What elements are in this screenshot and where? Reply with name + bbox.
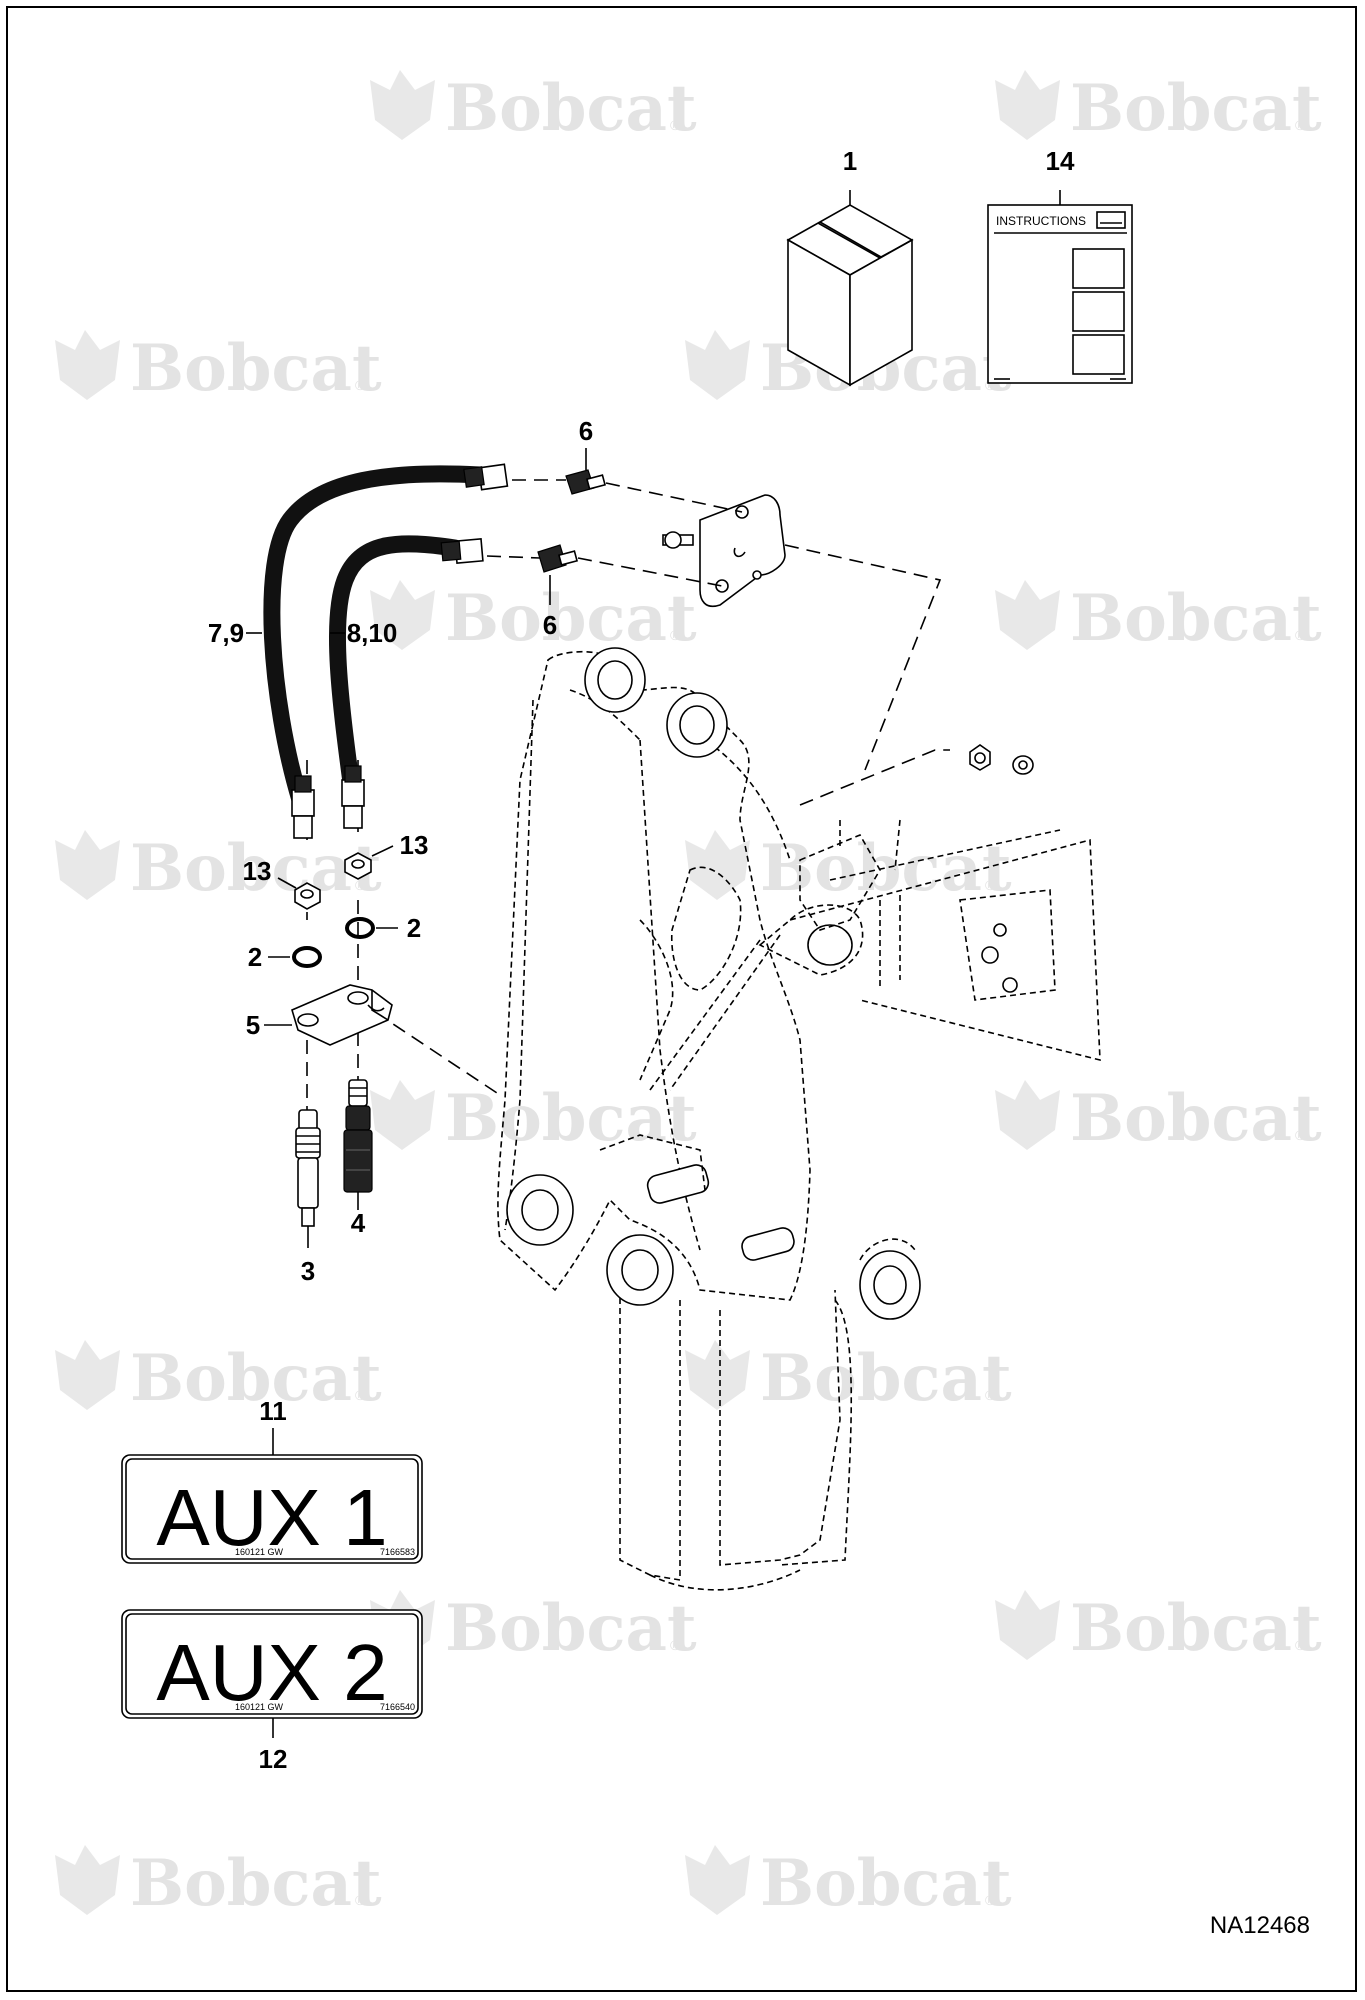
- svg-text:Bobcat: Bobcat: [1070, 1591, 1322, 1666]
- svg-text:Bobcat: Bobcat: [760, 1846, 1012, 1921]
- svg-text:Bobcat: Bobcat: [1070, 71, 1322, 146]
- aux1-code-right: 7166583: [380, 1547, 415, 1557]
- bulkhead-plate: [662, 494, 786, 608]
- svg-text:®: ®: [670, 1637, 681, 1653]
- svg-text:®: ®: [355, 877, 366, 893]
- decal-aux2: AUX 2 160121 GW 7166540 12: [121, 1609, 423, 1774]
- callout-oring-right: 2: [407, 913, 421, 943]
- kit-box: 1: [786, 146, 914, 387]
- callout-kit: 1: [843, 146, 857, 176]
- svg-text:Bobcat: Bobcat: [130, 1846, 382, 1921]
- watermark-logo: Bobcat®: [995, 1080, 1322, 1156]
- drawing-frame: [6, 6, 1357, 1992]
- callout-fitting-bottom: 6: [543, 610, 557, 640]
- watermark-logo: Bobcat®: [685, 1340, 1012, 1416]
- watermark-logo: Bobcat®: [995, 580, 1322, 656]
- instructions-sheet: INSTRUCTIONS 14: [987, 146, 1133, 384]
- watermark-logo: Bobcat®: [55, 330, 382, 406]
- aux2-code-left: 160121 GW: [235, 1702, 284, 1712]
- coupler-male: 3: [295, 1109, 321, 1286]
- o-ring-left: 2: [248, 942, 322, 972]
- svg-text:®: ®: [670, 117, 681, 133]
- watermark-logo: Bobcat®: [55, 1845, 382, 1921]
- decal-aux1: 11 AUX 1 160121 GW 7166583: [121, 1396, 423, 1564]
- svg-text:Bobcat: Bobcat: [1070, 581, 1322, 656]
- callout-nut-left: 13: [243, 856, 272, 886]
- hose-left: 7,9: [208, 463, 509, 839]
- coupler-female: 4: [343, 1079, 373, 1238]
- watermark-layer: Bobcat®Bobcat®Bobcat®Bobcat®Bobcat®Bobca…: [55, 70, 1322, 1921]
- boom-arm: [497, 647, 1101, 1591]
- watermark-logo: Bobcat®: [995, 1590, 1322, 1666]
- svg-text:Bobcat: Bobcat: [1070, 1081, 1322, 1156]
- callout-decal-aux1: 11: [259, 1396, 287, 1426]
- svg-text:®: ®: [1295, 117, 1306, 133]
- callout-coupler-female: 4: [351, 1208, 366, 1238]
- callout-decal-aux2: 12: [259, 1744, 288, 1774]
- svg-text:Bobcat: Bobcat: [130, 831, 382, 906]
- hose-right: 8,10: [328, 535, 484, 829]
- callout-coupler-male: 3: [301, 1256, 315, 1286]
- fitting-bottom: 6: [537, 544, 579, 640]
- svg-text:®: ®: [355, 1387, 366, 1403]
- watermark-logo: Bobcat®: [370, 70, 697, 146]
- svg-text:®: ®: [1295, 1127, 1306, 1143]
- svg-text:®: ®: [985, 1892, 996, 1908]
- watermark-logo: Bobcat®: [55, 1340, 382, 1416]
- svg-text:®: ®: [670, 1127, 681, 1143]
- watermark-logo: Bobcat®: [995, 70, 1322, 146]
- svg-text:®: ®: [355, 1892, 366, 1908]
- svg-text:Bobcat: Bobcat: [445, 581, 697, 656]
- svg-text:Bobcat: Bobcat: [130, 331, 382, 406]
- aux2-label: AUX 2: [156, 1628, 387, 1717]
- watermark-logo: Bobcat®: [685, 1845, 1012, 1921]
- mounting-bracket: 5: [246, 984, 393, 1046]
- watermark-logo: Bobcat®: [685, 830, 1012, 906]
- callout-instructions: 14: [1046, 146, 1075, 176]
- svg-text:Bobcat: Bobcat: [130, 1341, 382, 1416]
- callout-hose-left: 7,9: [208, 618, 244, 648]
- callout-nut-right: 13: [400, 830, 429, 860]
- aux1-label: AUX 1: [156, 1473, 387, 1562]
- aux1-code-left: 160121 GW: [235, 1547, 284, 1557]
- svg-text:®: ®: [1295, 1637, 1306, 1653]
- svg-text:Bobcat: Bobcat: [760, 831, 1012, 906]
- svg-text:Bobcat: Bobcat: [760, 1341, 1012, 1416]
- jam-nut-left: 13: [243, 856, 321, 910]
- watermark-logo: Bobcat®: [370, 1080, 697, 1156]
- watermark-logo: Bobcat®: [370, 580, 697, 656]
- svg-text:Bobcat: Bobcat: [445, 1081, 697, 1156]
- aux2-code-right: 7166540: [380, 1702, 415, 1712]
- fitting-top: 6: [565, 416, 607, 495]
- watermark-logo: Bobcat®: [55, 830, 382, 906]
- svg-text:®: ®: [985, 877, 996, 893]
- callout-fitting-top: 6: [579, 416, 593, 446]
- svg-text:®: ®: [355, 377, 366, 393]
- drawing-id: NA12468: [1210, 1912, 1310, 1939]
- svg-text:®: ®: [985, 1387, 996, 1403]
- jam-nut-right: 13: [344, 830, 429, 880]
- callout-hose-right: 8,10: [347, 618, 398, 648]
- assembly-lines: [306, 479, 950, 1110]
- callout-oring-left: 2: [248, 942, 262, 972]
- o-ring-right: 2: [345, 913, 421, 943]
- svg-text:®: ®: [985, 377, 996, 393]
- svg-text:®: ®: [1295, 627, 1306, 643]
- callout-bracket: 5: [246, 1010, 260, 1040]
- svg-text:Bobcat: Bobcat: [445, 71, 697, 146]
- svg-text:Bobcat: Bobcat: [445, 1591, 697, 1666]
- svg-text:®: ®: [670, 627, 681, 643]
- clamp-hardware: [969, 744, 1034, 775]
- instructions-title: INSTRUCTIONS: [996, 214, 1086, 228]
